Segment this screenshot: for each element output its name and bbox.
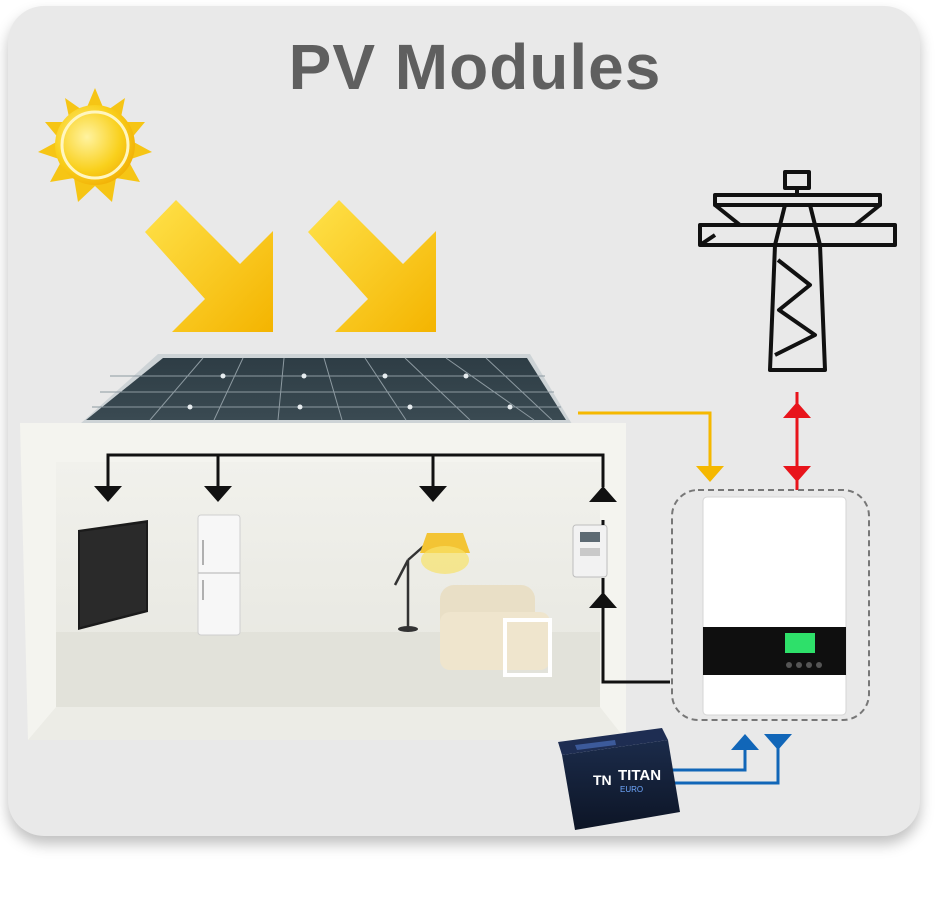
solar-panel-icon	[80, 354, 572, 424]
tv-icon	[78, 520, 148, 630]
battery-lines	[672, 748, 780, 785]
light-arrow-icon	[308, 200, 436, 332]
grid-exchange-line	[783, 392, 811, 490]
fridge-icon	[197, 514, 241, 636]
load-arrows	[94, 486, 617, 608]
energy-meter-icon	[572, 524, 608, 578]
light-arrow-icon	[145, 200, 273, 332]
battery-logo: TN	[593, 772, 612, 788]
battery-brand: TITAN	[618, 767, 661, 784]
pv-to-inverter-line	[578, 411, 724, 482]
diagram-title: PV Modules	[288, 31, 662, 103]
battery-icon: TN TITAN EURO	[558, 728, 680, 830]
sun-icon	[38, 88, 152, 202]
transmission-tower-icon	[698, 170, 897, 372]
load-distribution-lines	[106, 453, 670, 684]
battery-series: EURO	[620, 785, 643, 794]
inverter-icon	[671, 489, 870, 721]
sofa-icon	[440, 585, 552, 677]
floor-lamp-icon	[393, 533, 470, 632]
battery-arrows	[731, 734, 792, 750]
